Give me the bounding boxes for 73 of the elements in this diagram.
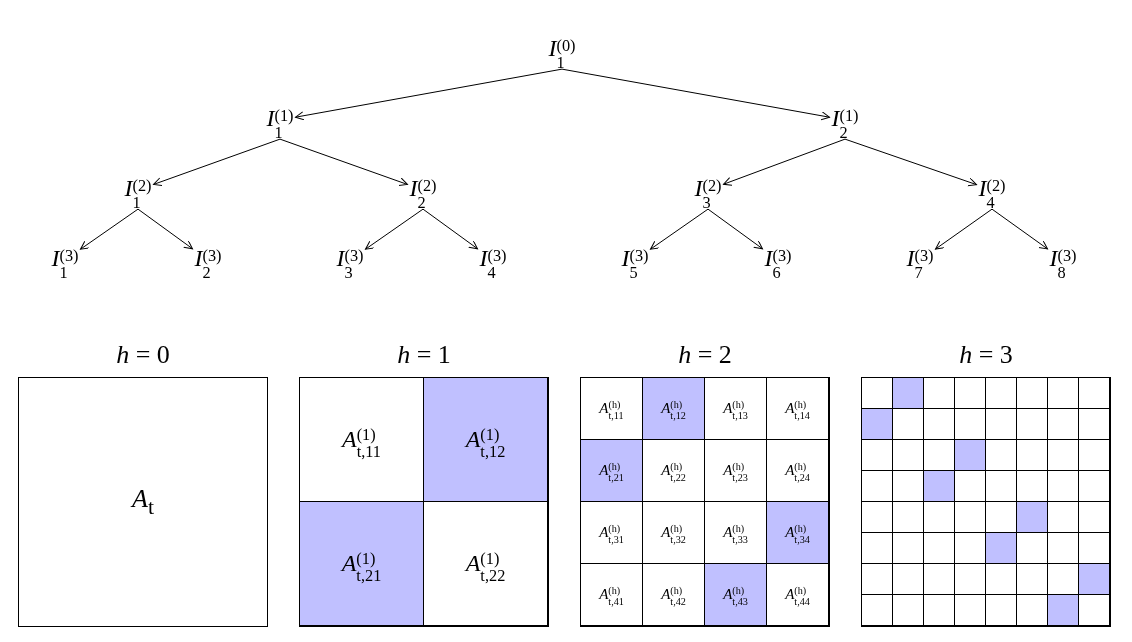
- arrow: [844, 138, 977, 187]
- matrix-cell: [893, 595, 924, 626]
- matrix-cell: [862, 440, 893, 471]
- matrix-cell: [862, 409, 893, 440]
- matrix-entry: A$_{t}$: [129, 484, 155, 520]
- matrix-cell: [955, 471, 986, 502]
- matrix-cell: [955, 595, 986, 626]
- matrix-cell: [893, 502, 924, 533]
- matrix-cell: [924, 595, 955, 626]
- matrix-cell: [924, 533, 955, 564]
- matrix-cell: [955, 378, 986, 409]
- matrix-cell: [986, 533, 1017, 564]
- arrow: [295, 68, 563, 121]
- matrix-cell: [1017, 533, 1048, 564]
- arrow: [80, 208, 139, 250]
- matrix-cell: [924, 409, 955, 440]
- matrix-cell: [1079, 378, 1110, 409]
- matrix-cell: [1048, 440, 1079, 471]
- matrix-title: h = 1: [396, 340, 452, 370]
- matrix-cell: [1048, 502, 1079, 533]
- matrix-cell: [1048, 533, 1079, 564]
- matrix-cell: [1048, 409, 1079, 440]
- matrix-cell: [986, 564, 1017, 595]
- matrix-cell: [862, 564, 893, 595]
- arrow: [935, 208, 993, 250]
- matrix-cell: [862, 471, 893, 502]
- matrix-cell: [893, 378, 924, 409]
- matrix-cell: [862, 595, 893, 626]
- matrix-cell: [1017, 440, 1048, 471]
- matrix-cell: [1017, 502, 1048, 533]
- matrix-title: h = 3: [958, 340, 1014, 370]
- matrix-cell: [862, 533, 893, 564]
- matrix-cell: [1048, 595, 1079, 626]
- arrow: [422, 208, 478, 250]
- matrix-cell: [955, 440, 986, 471]
- matrix-cell: [1017, 564, 1048, 595]
- matrix-cell: [862, 502, 893, 533]
- matrix-cell: [893, 440, 924, 471]
- arrow: [723, 138, 846, 186]
- matrix-cell: [986, 471, 1017, 502]
- arrow: [650, 208, 709, 250]
- matrix-cell: [1079, 409, 1110, 440]
- matrix-cell: [893, 564, 924, 595]
- arrow: [991, 208, 1048, 250]
- matrix-cell: [1017, 378, 1048, 409]
- matrix-cell: [924, 502, 955, 533]
- matrix-cell: [986, 595, 1017, 626]
- matrix-cell: [1048, 471, 1079, 502]
- matrix-cell: [893, 409, 924, 440]
- matrix-cell: [955, 502, 986, 533]
- arrow: [137, 208, 193, 250]
- matrix-cell: [1079, 502, 1110, 533]
- matrix-cell: [893, 533, 924, 564]
- matrix-cell: [986, 409, 1017, 440]
- matrix-cell: [1048, 378, 1079, 409]
- matrix-cell: [955, 564, 986, 595]
- matrix-cell: [924, 378, 955, 409]
- matrix-cell: [986, 440, 1017, 471]
- matrix-cell: [924, 564, 955, 595]
- matrix-cell: [1079, 564, 1110, 595]
- arrow: [707, 208, 763, 250]
- matrix-cell: [1017, 409, 1048, 440]
- matrix-cell: [1079, 471, 1110, 502]
- arrow: [365, 208, 424, 250]
- matrix-title: h = 2: [677, 340, 733, 370]
- arrow: [279, 138, 408, 187]
- matrix-cell: [924, 471, 955, 502]
- matrix-title: h = 0: [115, 340, 171, 370]
- arrow: [153, 138, 281, 186]
- matrix-cell: [986, 378, 1017, 409]
- arrow: [561, 68, 830, 121]
- matrix-cell: [1079, 440, 1110, 471]
- matrix-cell: [1079, 595, 1110, 626]
